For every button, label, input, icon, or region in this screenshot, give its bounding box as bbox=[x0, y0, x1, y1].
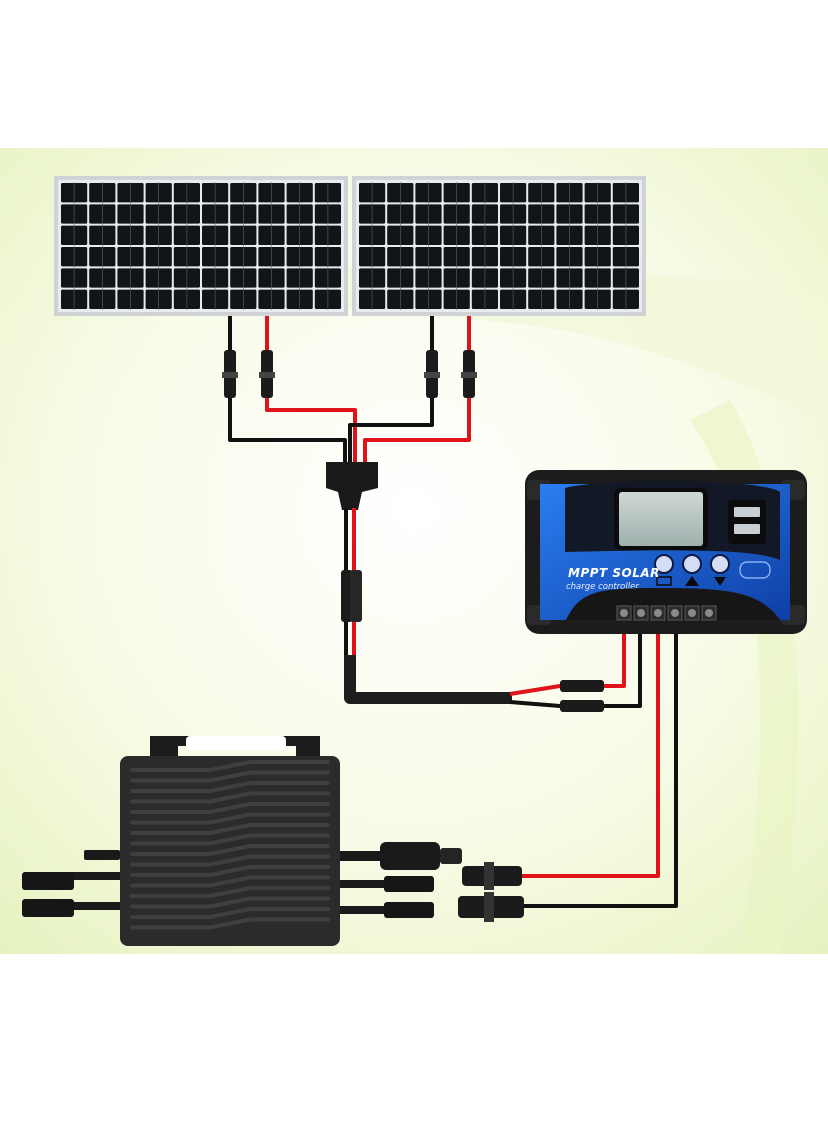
cooling-fin bbox=[130, 875, 330, 888]
solar-panel-right bbox=[352, 176, 646, 316]
mc4-connector bbox=[424, 350, 440, 398]
bracket-slot bbox=[186, 736, 286, 750]
screw-head bbox=[688, 609, 696, 617]
mc4-connector bbox=[350, 570, 362, 622]
cooling-fin bbox=[130, 844, 330, 856]
cooling-fin bbox=[130, 886, 330, 898]
cooling-fin bbox=[130, 770, 330, 783]
screw-head bbox=[620, 609, 628, 617]
controller-subtitle: charge controller bbox=[566, 582, 639, 592]
inverter-right-cables bbox=[340, 842, 462, 918]
inverter-wiring bbox=[520, 622, 678, 908]
certification-marks bbox=[739, 561, 771, 579]
cooling-fin bbox=[130, 865, 330, 877]
mc4-connector bbox=[462, 862, 522, 890]
cooling-fin bbox=[130, 791, 330, 804]
cooling-fin bbox=[130, 854, 330, 867]
mc4-connector bbox=[259, 350, 275, 398]
combined-cable-jacket bbox=[344, 655, 512, 704]
cooling-fin bbox=[130, 823, 330, 835]
mc4-connector bbox=[560, 680, 604, 692]
warning-icon bbox=[685, 576, 699, 586]
controller-title: MPPT SOLAR bbox=[568, 566, 660, 580]
screw-head bbox=[654, 609, 662, 617]
screw-head bbox=[705, 609, 713, 617]
down-arrow-icon bbox=[714, 577, 726, 586]
cooling-fin bbox=[130, 917, 330, 930]
inverter-cooling-fins bbox=[130, 760, 330, 930]
micro-inverter bbox=[22, 736, 462, 946]
usb-port bbox=[734, 524, 760, 534]
controller-terminals bbox=[616, 605, 717, 621]
ac-output-connector bbox=[380, 842, 440, 870]
inverter-input-connectors bbox=[458, 862, 524, 922]
certification-mark bbox=[739, 561, 771, 579]
usb-port bbox=[734, 507, 760, 517]
screw-head bbox=[671, 609, 679, 617]
battery-icon bbox=[656, 576, 672, 586]
output-mc4-connectors bbox=[341, 570, 604, 712]
controller-button-1[interactable] bbox=[654, 554, 674, 574]
mc4-connector bbox=[560, 700, 604, 712]
inverter-positive-wire bbox=[520, 622, 660, 878]
mppt-charge-controller: MPPT SOLAR charge controller bbox=[525, 470, 807, 634]
mc4-connector bbox=[384, 876, 434, 892]
panel-mc4-connectors bbox=[222, 350, 477, 398]
screw-head bbox=[637, 609, 645, 617]
controller-button-2[interactable] bbox=[682, 554, 702, 574]
cooling-fin bbox=[130, 781, 330, 793]
inverter-negative-wire bbox=[520, 622, 678, 908]
solar-panels bbox=[54, 176, 646, 316]
cooling-fin bbox=[130, 896, 330, 909]
cooling-fin bbox=[130, 760, 330, 772]
mc4-connector bbox=[222, 350, 238, 398]
controller-mode-icons bbox=[656, 576, 726, 586]
cooling-fin bbox=[130, 833, 330, 846]
controller-buttons bbox=[654, 554, 730, 574]
mc4-connector bbox=[458, 892, 524, 922]
cooling-fin bbox=[130, 802, 330, 814]
mc4-connector bbox=[22, 899, 74, 917]
mc4-connector bbox=[384, 902, 434, 918]
mc4-connector bbox=[461, 350, 477, 398]
mc4-connector bbox=[22, 872, 74, 890]
cooling-fin bbox=[130, 812, 330, 825]
controller-button-3[interactable] bbox=[710, 554, 730, 574]
solar-panel-left bbox=[54, 176, 348, 316]
lcd-screen bbox=[619, 492, 703, 546]
y-branch-connector bbox=[326, 462, 378, 510]
inverter-left-cables bbox=[22, 850, 120, 917]
cooling-fin bbox=[130, 907, 330, 919]
usb-ports bbox=[728, 500, 766, 544]
